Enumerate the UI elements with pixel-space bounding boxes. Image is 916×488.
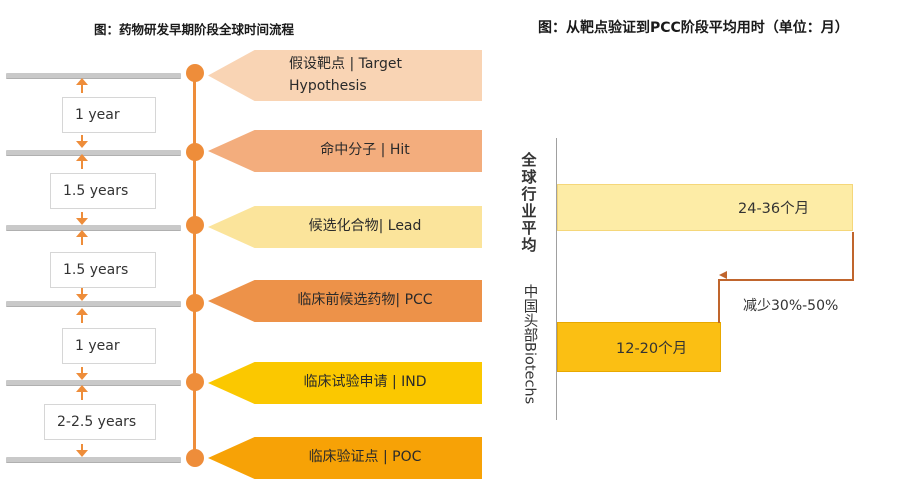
stage-target-hypothesis: 假设靶点 | Target Hypothesis bbox=[208, 50, 482, 101]
right-title: 图：从靶点验证到PCC阶段平均用时（单位：月） bbox=[538, 20, 849, 36]
y-tick-label-text: 中国头部Biotechs bbox=[521, 284, 538, 405]
reduction-annotation: 减少30%-50% bbox=[743, 298, 839, 314]
timeline-node bbox=[186, 64, 204, 82]
divider-line bbox=[6, 73, 181, 79]
reduction-arrow-icon bbox=[718, 232, 854, 323]
stage-lead: 候选化合物| Lead bbox=[208, 206, 482, 248]
interval-label: 1 year bbox=[75, 338, 120, 354]
stage-poc: 临床验证点 | POC bbox=[208, 437, 482, 479]
timeline-node bbox=[186, 449, 204, 467]
divider-line bbox=[6, 457, 181, 463]
stage-label: 命中分子 | Hit bbox=[320, 142, 410, 159]
timeline-node bbox=[186, 373, 204, 391]
stage-pcc: 临床前候选药物| PCC bbox=[208, 280, 482, 322]
interval-arrows-icon bbox=[76, 78, 88, 457]
interval-box: 1 year bbox=[62, 328, 156, 364]
stage-label: 临床验证点 | POC bbox=[308, 449, 422, 466]
divider-line bbox=[6, 301, 181, 307]
timeline-axis bbox=[193, 70, 196, 462]
bar: 12-20个月 bbox=[557, 322, 721, 372]
stage-label: 临床试验申请 | IND bbox=[303, 374, 427, 391]
timeline-node bbox=[186, 294, 204, 312]
timeline-node bbox=[186, 216, 204, 234]
interval-label: 2-2.5 years bbox=[57, 414, 137, 430]
y-tick-label: 中国头部Biotechs bbox=[520, 284, 538, 404]
bar-label: 24-36个月 bbox=[738, 201, 810, 217]
divider-line bbox=[6, 225, 181, 231]
left-title: 图：药物研发早期阶段全球时间流程 bbox=[94, 22, 295, 37]
stage-label: 候选化合物| Lead bbox=[308, 218, 422, 235]
bar-label: 12-20个月 bbox=[616, 340, 688, 357]
bar: 24-36个月 bbox=[557, 184, 853, 231]
divider-line bbox=[6, 380, 181, 386]
stage-label: 假设靶点 | Target Hypothesis bbox=[289, 55, 402, 94]
interval-box: 2-2.5 years bbox=[44, 404, 156, 440]
stage-ind: 临床试验申请 | IND bbox=[208, 362, 482, 404]
timeline-node bbox=[186, 143, 204, 161]
stage-label: 临床前候选药物| PCC bbox=[297, 292, 433, 309]
interval-label: 1.5 years bbox=[63, 262, 129, 278]
divider-line bbox=[6, 150, 181, 156]
stage-hit: 命中分子 | Hit bbox=[208, 130, 482, 172]
interval-box: 1.5 years bbox=[50, 173, 156, 209]
interval-box: 1 year bbox=[62, 97, 156, 133]
interval-label: 1 year bbox=[75, 107, 120, 123]
y-tick-label: 全球行业平均 bbox=[521, 151, 537, 254]
interval-box: 1.5 years bbox=[50, 252, 156, 288]
y-axis-line bbox=[556, 138, 557, 420]
interval-label: 1.5 years bbox=[63, 183, 129, 199]
